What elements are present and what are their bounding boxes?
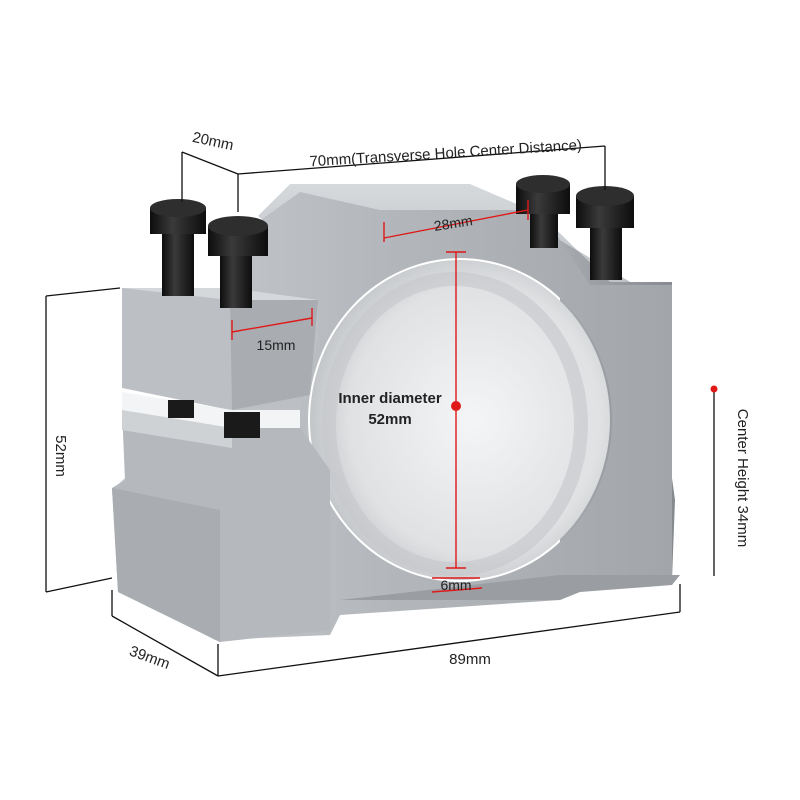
slot-width-line xyxy=(231,317,313,333)
inner-diameter-label-line1: Inner diameter xyxy=(338,390,442,407)
top-width-line xyxy=(383,209,529,239)
hole-distance-label: 70mm(Transverse Hole Center Distance) xyxy=(309,137,582,171)
height-label: 52mm xyxy=(52,435,69,477)
bolts xyxy=(150,175,634,438)
bore-center-dot xyxy=(451,401,461,411)
inner-diameter-label-line2: 52mm xyxy=(368,411,411,428)
bolt-back-left xyxy=(516,175,570,248)
bolt-back-right xyxy=(576,186,634,280)
depth-bottom-label: 39mm xyxy=(127,643,172,673)
bottom-gap-label: 6mm xyxy=(440,577,471,593)
clamp-base-foot xyxy=(340,575,680,600)
length-label: 89mm xyxy=(449,651,491,668)
top-width-label: 28mm xyxy=(433,212,474,234)
center-height-label: Center Height 34mm xyxy=(734,409,751,547)
dimension-lines xyxy=(45,145,715,677)
center-height-dot xyxy=(710,385,718,393)
bolt-front-middle xyxy=(208,216,268,438)
bolt-front-left xyxy=(150,199,206,418)
inner-bore xyxy=(310,260,610,580)
slot-width-label: 15mm xyxy=(257,337,296,353)
depth-top-label: 20mm xyxy=(191,129,235,154)
